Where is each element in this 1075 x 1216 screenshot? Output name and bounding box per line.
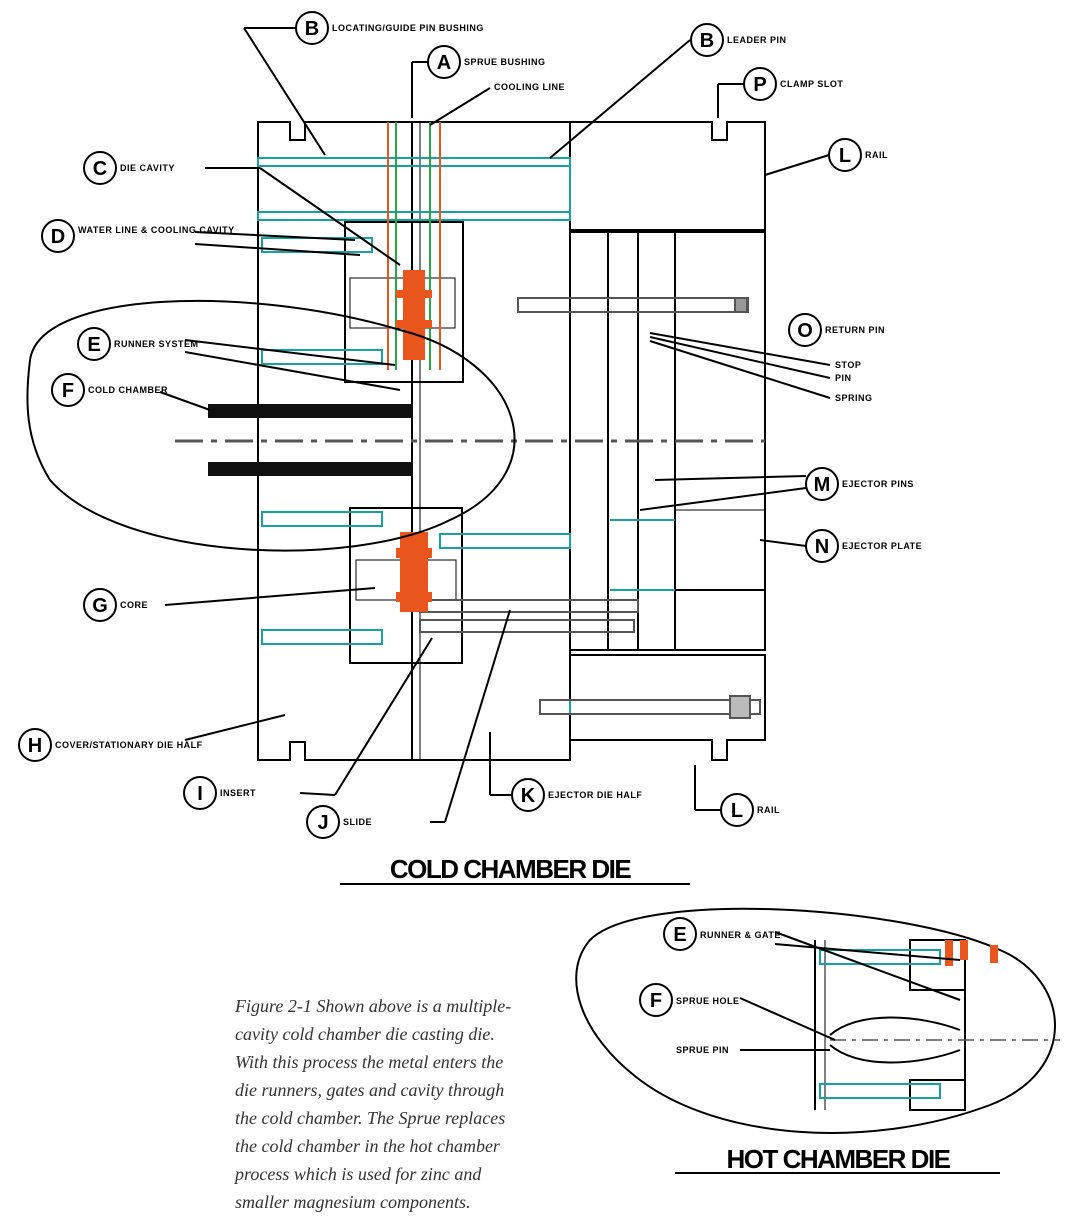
- hot-chamber-title: HOT CHAMBER DIE: [726, 1144, 950, 1174]
- label-text-d: WATER LINE & COOLING CAVITY: [78, 225, 235, 235]
- label-text-i: INSERT: [220, 788, 256, 798]
- label-text-o-spring: SPRING: [835, 393, 873, 403]
- label-letter-j: J: [317, 812, 328, 834]
- label-text-g: CORE: [120, 600, 148, 610]
- label-letter-g: G: [92, 595, 108, 617]
- castings: [396, 270, 432, 612]
- cold-chamber-title: COLD CHAMBER DIE: [390, 854, 631, 884]
- callout-letters: B A B P L C D E F O M N G H I J K L: [28, 18, 851, 834]
- label-text-m: EJECTOR PINS: [842, 479, 914, 489]
- hot-label-text-f: SPRUE HOLE: [676, 996, 740, 1006]
- label-letter-b1: B: [305, 18, 319, 40]
- label-text-k: EJECTOR DIE HALF: [548, 790, 642, 800]
- label-letter-k: K: [521, 785, 536, 807]
- label-letter-h: H: [28, 735, 42, 757]
- label-text-o: RETURN PIN: [825, 325, 885, 335]
- label-text-o-stop: STOP: [835, 360, 861, 370]
- ejector-pins: [419, 297, 761, 719]
- callout-texts: LOCATING/GUIDE PIN BUSHING SPRUE BUSHING…: [55, 23, 922, 827]
- cold-chamber: [26, 299, 765, 552]
- guide-pins: [257, 157, 675, 715]
- label-text-h: COVER/STATIONARY DIE HALF: [55, 740, 203, 750]
- label-text-b2: LEADER PIN: [727, 35, 787, 45]
- label-letter-a: A: [437, 52, 451, 74]
- figure-caption: Figure 2-1 Shown above is a multiple-cav…: [235, 996, 512, 1212]
- label-letter-i: I: [197, 783, 203, 805]
- label-text-n: EJECTOR PLATE: [842, 541, 922, 551]
- hot-label-letter-e: E: [673, 924, 686, 946]
- label-letter-p: P: [753, 74, 766, 96]
- label-text-p: CLAMP SLOT: [780, 79, 843, 89]
- label-text-l2: RAIL: [757, 805, 780, 815]
- label-letter-o: O: [797, 320, 813, 342]
- label-text-e: RUNNER SYSTEM: [114, 339, 199, 349]
- label-text-b1: LOCATING/GUIDE PIN BUSHING: [332, 23, 484, 33]
- label-text-a: SPRUE BUSHING: [464, 57, 546, 67]
- label-letter-d: D: [51, 226, 65, 248]
- label-text-o-pin: PIN: [835, 373, 852, 383]
- hot-label-letter-f: F: [650, 990, 662, 1012]
- die-casting-diagram: B A B P L C D E F O M N G H I J K L LOCA…: [18, 11, 1060, 1174]
- hot-chamber-die: E F RUNNER & GATE SPRUE HOLE SPRUE PIN H…: [575, 907, 1060, 1174]
- label-letter-f: F: [62, 380, 74, 402]
- label-letter-l2: L: [731, 800, 743, 822]
- cooling-lines: [387, 122, 441, 370]
- hot-label-text-e: RUNNER & GATE: [700, 930, 781, 940]
- label-letter-l1: L: [839, 145, 851, 167]
- label-text-cooling: COOLING LINE: [494, 82, 565, 92]
- label-text-f: COLD CHAMBER: [88, 385, 168, 395]
- label-text-l1: RAIL: [865, 150, 888, 160]
- label-letter-e: E: [87, 334, 100, 356]
- label-text-c: DIE CAVITY: [120, 163, 175, 173]
- label-letter-c: C: [93, 158, 107, 180]
- callouts: [18, 11, 862, 839]
- label-letter-m: M: [814, 474, 831, 496]
- hot-label-text-f-sub: SPRUE PIN: [676, 1045, 729, 1055]
- label-letter-n: N: [815, 536, 829, 558]
- label-text-j: SLIDE: [343, 817, 372, 827]
- label-letter-b2: B: [700, 30, 714, 52]
